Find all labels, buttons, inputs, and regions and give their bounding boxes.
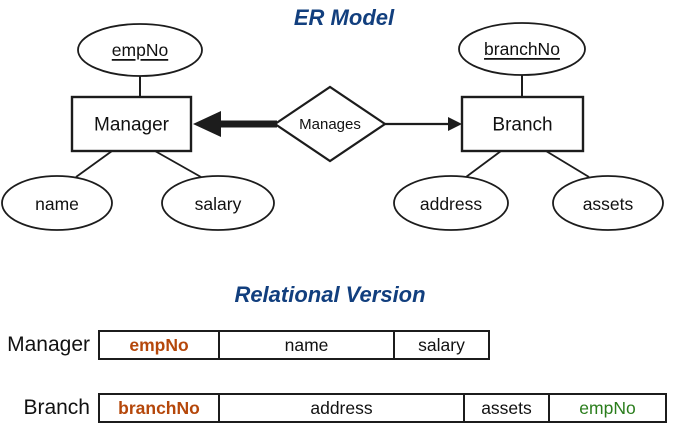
branch-entity-label: Branch bbox=[492, 115, 552, 136]
er-model-section: ER Model empNo branchNo Manager Branch M… bbox=[1, 5, 664, 231]
manages-to-manager-arrowhead-icon bbox=[193, 111, 221, 137]
manages-relationship-label: Manages bbox=[299, 116, 361, 133]
relational-version-title: Relational Version bbox=[234, 282, 426, 307]
assets-attribute-label: assets bbox=[583, 194, 634, 214]
manager-column-salary: salary bbox=[393, 332, 488, 358]
address-attribute-ellipse bbox=[393, 175, 509, 231]
branch-column-assets: assets bbox=[463, 395, 548, 421]
branch-column-address: address bbox=[218, 395, 463, 421]
manager-column-empno: empNo bbox=[129, 335, 189, 355]
connector-branch-address bbox=[465, 150, 502, 178]
connector-branch-assets bbox=[545, 150, 590, 178]
salary-attribute-ellipse bbox=[161, 175, 275, 231]
branch-relation-name: Branch bbox=[23, 396, 90, 419]
manages-relationship-diamond bbox=[273, 85, 387, 163]
branch-relation-table: branchNo address assets empNo bbox=[98, 393, 667, 423]
empno-attribute-ellipse bbox=[77, 23, 203, 77]
manager-relation-name: Manager bbox=[7, 333, 90, 356]
er-model-title: ER Model bbox=[294, 5, 395, 30]
connector-manager-name bbox=[75, 150, 113, 178]
branch-column-branchno: branchNo bbox=[118, 398, 200, 418]
branch-entity-rect bbox=[460, 95, 585, 153]
manager-column-name: name bbox=[218, 332, 393, 358]
manager-entity-label: Manager bbox=[94, 115, 170, 136]
assets-attribute-ellipse bbox=[552, 175, 664, 231]
salary-attribute-label: salary bbox=[195, 194, 242, 214]
manager-relation-table: empNo name salary bbox=[98, 330, 490, 360]
branch-column-empno-fk: empNo bbox=[548, 395, 665, 421]
name-attribute-ellipse bbox=[1, 175, 113, 231]
manager-entity-rect bbox=[70, 95, 193, 153]
empno-attribute-label: empNo bbox=[112, 40, 168, 60]
name-attribute-label: name bbox=[35, 194, 79, 214]
branchno-attribute-ellipse bbox=[458, 22, 586, 76]
manages-to-branch-arrowhead-icon bbox=[448, 117, 462, 131]
address-attribute-label: address bbox=[420, 194, 483, 214]
branchno-attribute-label: branchNo bbox=[484, 39, 560, 59]
connector-manager-salary bbox=[154, 150, 202, 178]
